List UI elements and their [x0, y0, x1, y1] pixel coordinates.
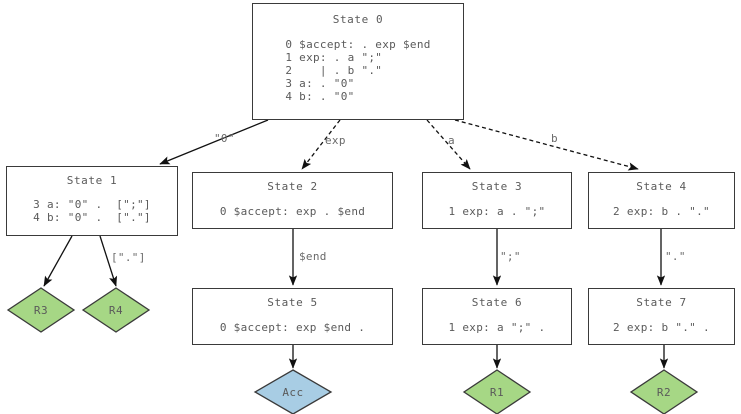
- edge-label-state2-state5: $end: [299, 250, 327, 263]
- state-node-state1[interactable]: State 1 3 a: "0" . [";"] 4 b: "0" . ["."…: [6, 166, 178, 236]
- state-node-title: State 3: [471, 180, 523, 193]
- state-node-title: State 7: [636, 296, 687, 309]
- terminal-label-acc: Acc: [282, 385, 304, 399]
- terminal-node-acc[interactable]: [253, 369, 333, 414]
- state-node-body: 2 exp: b "." .: [613, 321, 710, 334]
- edge-state0-state4: [454, 119, 639, 171]
- edge-label-state4-state7: ".": [665, 250, 686, 263]
- terminal-label-r1: R1: [489, 385, 505, 399]
- terminal-node-r3[interactable]: [6, 287, 76, 333]
- terminal-label-r4: R4: [108, 303, 124, 317]
- state-node-title: State 0: [332, 13, 384, 26]
- state-node-state3[interactable]: State 3 1 exp: a . ";": [422, 172, 572, 229]
- state-node-state2[interactable]: State 2 0 $accept: exp . $end: [192, 172, 393, 229]
- state-node-state4[interactable]: State 4 2 exp: b . ".": [588, 172, 735, 229]
- edge-label-state0-state4: b: [551, 132, 558, 145]
- state-node-title: State 6: [471, 296, 523, 309]
- terminal-node-r1[interactable]: [462, 369, 532, 414]
- state-node-body: 1 exp: a . ";": [448, 205, 546, 218]
- terminal-label-r3: R3: [33, 303, 49, 317]
- state-node-title: State 5: [267, 296, 318, 309]
- state-node-body: 1 exp: a ";" .: [448, 321, 546, 334]
- state-node-title: State 2: [267, 180, 318, 193]
- terminal-node-r2[interactable]: [629, 369, 699, 414]
- terminal-label-r2: R2: [656, 385, 672, 399]
- edge-label-state0-state2: exp: [325, 134, 346, 147]
- edge-label-state0-state1: "0": [214, 132, 235, 145]
- state-node-state6[interactable]: State 6 1 exp: a ";" .: [422, 288, 572, 345]
- terminal-node-r4[interactable]: [81, 287, 151, 333]
- state-node-body: 3 a: "0" . [";"] 4 b: "0" . ["."]: [33, 198, 151, 224]
- edge-label-state0-state3: a: [448, 134, 455, 147]
- state-node-body: 0 $accept: exp $end .: [219, 321, 366, 334]
- state-node-body: 2 exp: b . ".": [613, 205, 710, 218]
- state-node-state5[interactable]: State 5 0 $accept: exp $end .: [192, 288, 393, 345]
- edge-state1-r3: [43, 235, 73, 287]
- edge-label-state1-r4: ["."]: [111, 251, 146, 264]
- state-node-body: 0 $accept: exp . $end: [219, 205, 366, 218]
- state-node-state7[interactable]: State 7 2 exp: b "." .: [588, 288, 735, 345]
- edge-label-state3-state6: ";": [500, 250, 521, 263]
- state-node-title: State 4: [636, 180, 687, 193]
- state-node-state0[interactable]: State 0 0 $accept: . exp $end 1 exp: . a…: [252, 3, 464, 120]
- state-node-title: State 1: [66, 174, 118, 187]
- state-node-body: 0 $accept: . exp $end 1 exp: . a ";" 2 |…: [285, 38, 431, 103]
